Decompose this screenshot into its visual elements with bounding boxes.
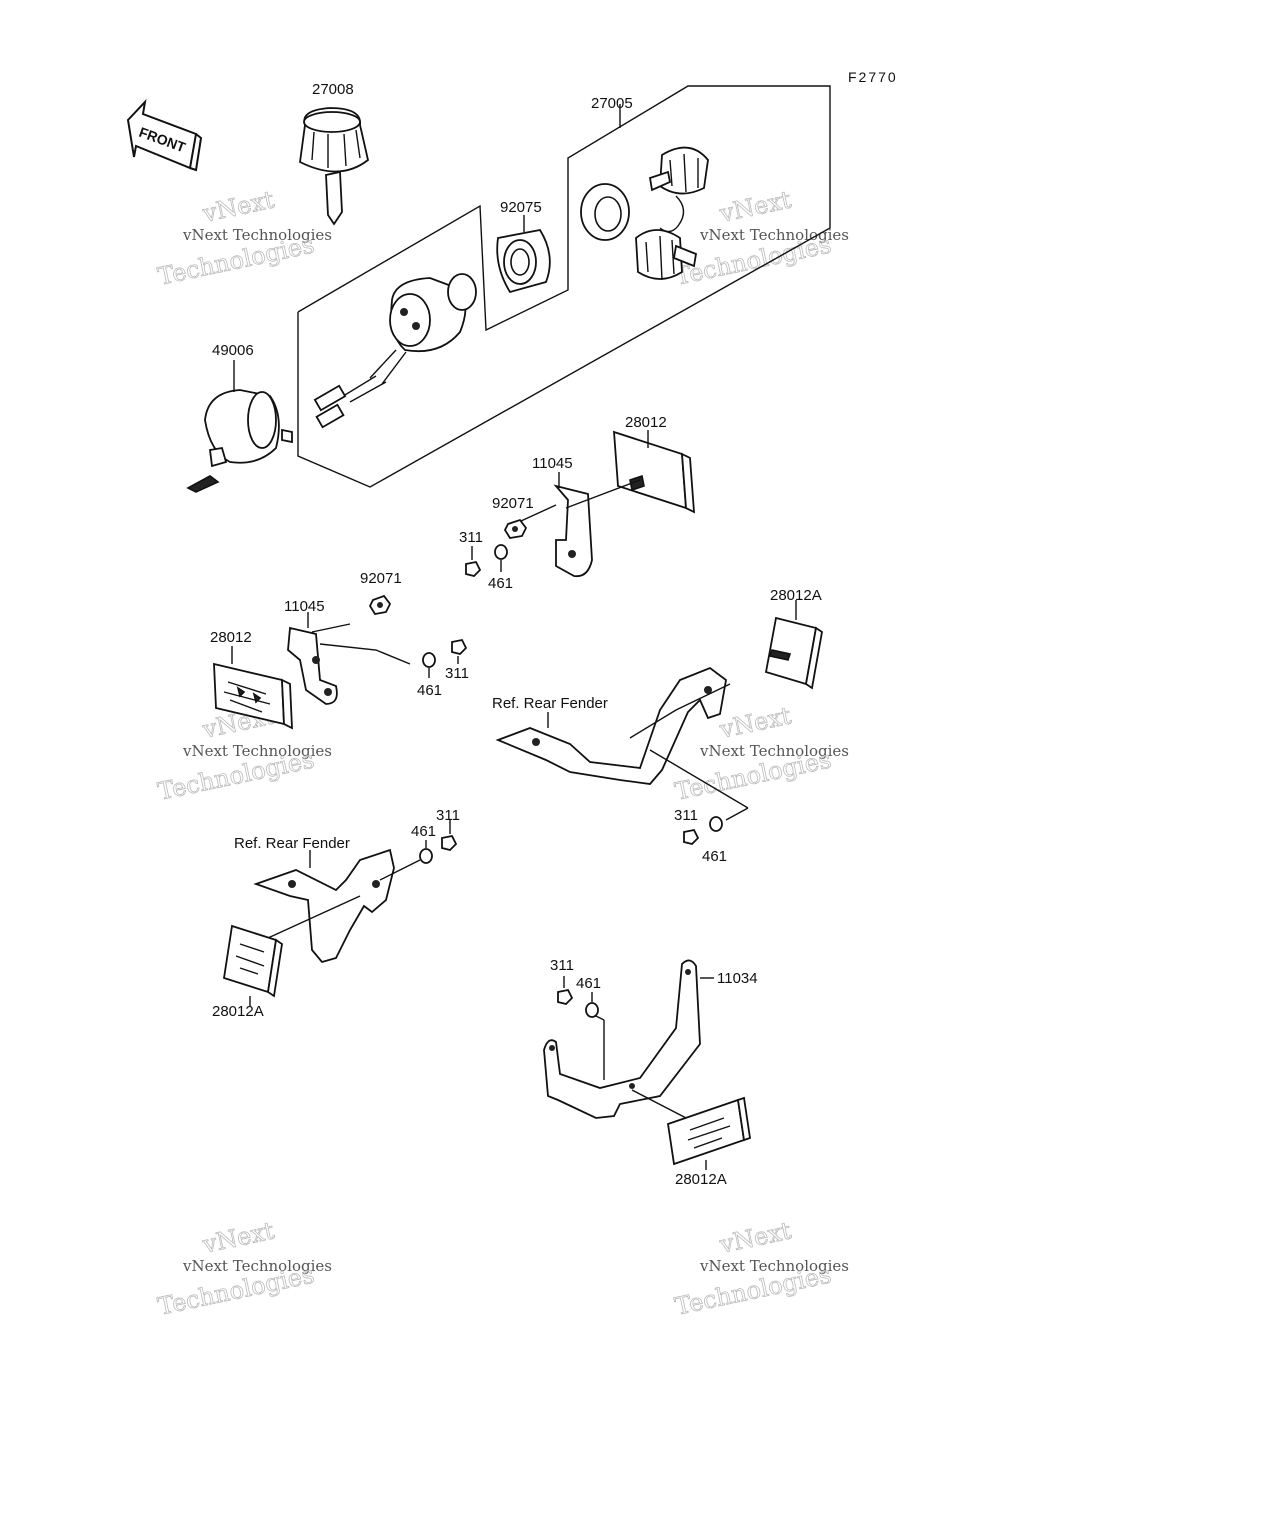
label-461-top: 461 xyxy=(488,575,513,592)
watermark-bottom-right: vNext vNext Technologies Technologies xyxy=(672,1216,849,1321)
label-92071-mid: 92071 xyxy=(360,570,402,587)
reflector-mid-left xyxy=(213,662,293,730)
label-28012A-bottom: 28012A xyxy=(675,1171,727,1188)
svg-text:vNext: vNext xyxy=(199,185,277,228)
label-461-bottom: 461 xyxy=(576,975,601,992)
label-92075: 92075 xyxy=(500,199,542,216)
svg-text:vNext Technologies: vNext Technologies xyxy=(182,1257,332,1275)
label-11045-top: 11045 xyxy=(532,455,573,472)
reflector-left xyxy=(222,924,283,998)
washer-461-mid xyxy=(422,652,436,678)
label-311-right: 311 xyxy=(674,807,698,824)
label-27005: 27005 xyxy=(591,95,633,112)
label-28012-top: 28012 xyxy=(625,414,667,431)
label-461-left: 461 xyxy=(411,823,436,840)
watermark-mid-left: vNext vNext Technologies Technologies xyxy=(155,701,332,806)
svg-text:vNext Technologies: vNext Technologies xyxy=(182,742,332,760)
reflector-top xyxy=(613,430,696,514)
label-92071-top: 92071 xyxy=(492,495,534,512)
nut-311-right xyxy=(683,828,700,845)
svg-text:vNext Technologies: vNext Technologies xyxy=(699,226,849,244)
label-28012A-left: 28012A xyxy=(212,1003,264,1020)
bracket-11034 xyxy=(543,959,701,1121)
assembly-box-outline xyxy=(297,85,831,488)
meter-part xyxy=(186,389,293,493)
label-11045-mid: 11045 xyxy=(284,598,325,615)
front-arrow-icon: FRONT xyxy=(126,98,203,172)
key-part xyxy=(299,107,370,226)
nut-311-mid xyxy=(451,638,468,664)
nut-311-left xyxy=(441,820,458,851)
svg-text:vNext Technologies: vNext Technologies xyxy=(182,226,332,244)
watermark-mid-right: vNext vNext Technologies Technologies xyxy=(672,701,849,806)
watermark-top-right: vNext vNext Technologies Technologies xyxy=(672,185,849,291)
watermark-top-left: vNext vNext Technologies Technologies xyxy=(155,185,332,291)
svg-text:vNext Technologies: vNext Technologies xyxy=(699,742,849,760)
washer-461-bottom xyxy=(585,992,599,1018)
reflector-bottom xyxy=(666,1096,752,1166)
label-461-right: 461 xyxy=(702,848,727,865)
ignition-switch-part xyxy=(313,273,477,429)
label-28012-mid: 28012 xyxy=(210,629,252,646)
label-311-bottom: 311 xyxy=(550,957,574,974)
label-311-top: 311 xyxy=(459,529,483,546)
washer-461-right xyxy=(709,816,723,832)
watermark-bottom-left: vNext vNext Technologies Technologies xyxy=(155,1216,332,1321)
svg-text:vNext: vNext xyxy=(716,185,794,228)
svg-text:vNext: vNext xyxy=(199,1216,277,1259)
reflector-right xyxy=(764,616,823,690)
label-311-mid: 311 xyxy=(445,665,469,682)
nut-92071-mid xyxy=(368,594,392,615)
fender-bracket-left xyxy=(253,848,421,964)
svg-text:vNext Technologies: vNext Technologies xyxy=(699,1257,849,1275)
nut-311-top xyxy=(465,546,482,577)
nut-311-bottom xyxy=(557,976,574,1005)
cap-set-part xyxy=(580,146,709,281)
seal-ring-part xyxy=(496,228,551,294)
svg-text:vNext: vNext xyxy=(716,1216,794,1259)
label-28012A-right: 28012A xyxy=(770,587,822,604)
washer-461-top xyxy=(494,544,508,572)
nut-92071-top xyxy=(503,518,528,539)
label-ref-rear-fender-left: Ref. Rear Fender xyxy=(234,835,350,852)
label-461-mid: 461 xyxy=(417,682,442,699)
label-27008: 27008 xyxy=(312,81,354,98)
washer-461-left xyxy=(419,840,433,864)
label-311-left: 311 xyxy=(436,807,460,824)
bracket-mid-left xyxy=(287,623,411,705)
svg-text:vNext: vNext xyxy=(716,701,794,744)
label-11034: 11034 xyxy=(717,970,758,987)
fender-bracket-right xyxy=(495,666,749,821)
label-ref-rear-fender-right: Ref. Rear Fender xyxy=(492,695,608,712)
label-49006: 49006 xyxy=(212,342,254,359)
figure-code: F2770 xyxy=(848,69,898,85)
